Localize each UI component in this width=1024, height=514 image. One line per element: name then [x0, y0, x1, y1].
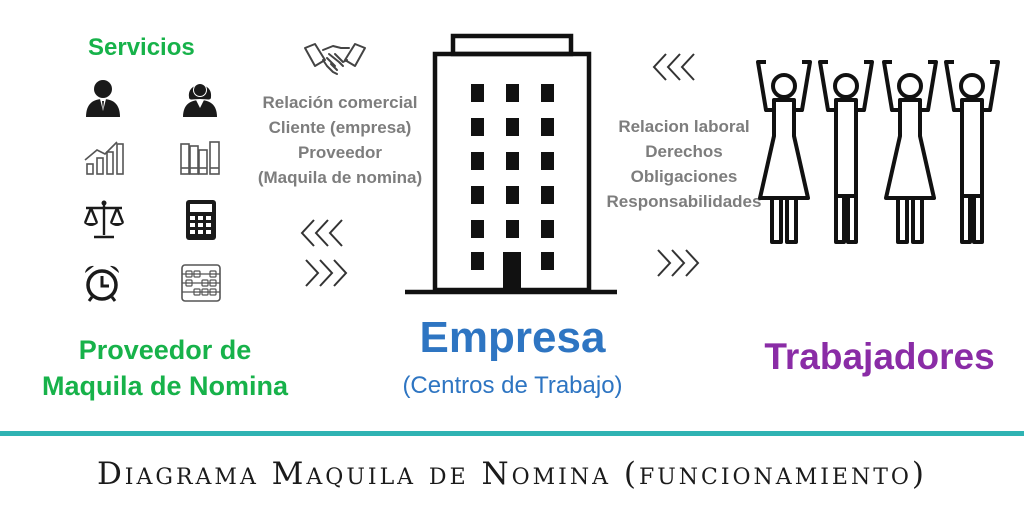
building-icon	[405, 33, 617, 295]
chevrons-left-icon	[300, 219, 343, 247]
provider-title-line1: Proveedor de	[78, 335, 252, 365]
company-title: Empresa	[419, 313, 606, 362]
company-subtitle: (Centros de Trabajo)	[402, 372, 623, 399]
chevrons-right-bottom-icon	[657, 249, 700, 277]
commercial-line-2: Cliente (empresa)	[268, 118, 412, 137]
workers-title: Trabajadores	[764, 336, 995, 377]
provider-title: Proveedor de Maquila de Nomina	[20, 332, 310, 404]
labor-line-2: Derechos	[645, 142, 723, 161]
binders-icon	[180, 141, 220, 175]
labor-line-4: Responsabilidades	[606, 192, 762, 211]
labor-relation-text: Relacion laboral Derechos Obligaciones R…	[596, 114, 772, 214]
workers-icon	[756, 60, 1000, 244]
businesswoman-icon	[183, 83, 217, 117]
chevrons-right-icon	[305, 259, 348, 287]
labor-line-1: Relacion laboral	[618, 117, 750, 136]
calculator-icon	[186, 200, 216, 240]
abacus-icon	[181, 264, 221, 302]
divider-line	[0, 431, 1024, 436]
commercial-line-4: (Maquila de nomina)	[257, 168, 423, 187]
commercial-relation-text: Relación comercial Cliente (empresa) Pro…	[232, 90, 448, 190]
services-title: Servicios	[88, 34, 195, 61]
commercial-line-1: Relación comercial	[262, 93, 418, 112]
businessman-icon	[86, 80, 120, 117]
alarm-clock-icon	[85, 265, 119, 302]
commercial-line-3: Proveedor	[297, 143, 383, 162]
provider-title-line2: Maquila de Nomina	[41, 371, 289, 401]
scales-icon	[83, 200, 125, 239]
handshake-icon	[304, 43, 366, 75]
labor-line-3: Obligaciones	[630, 167, 738, 186]
diagram-title: Diagrama Maquila de Nomina (funcionamien…	[96, 456, 928, 492]
growth-chart-icon	[84, 141, 124, 175]
chevrons-left-top-icon	[652, 53, 695, 81]
